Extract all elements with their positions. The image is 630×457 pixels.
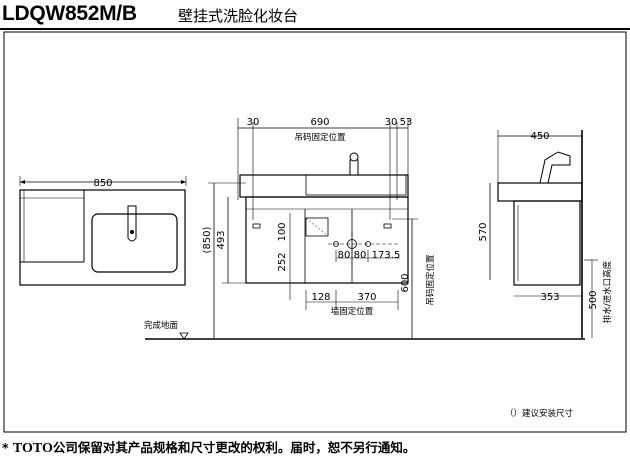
dim-600: 600 — [400, 273, 411, 292]
plan-width-label: 850 — [93, 178, 112, 189]
dim-80a: 80 — [338, 250, 351, 261]
brand-name: TOTO — [12, 441, 53, 456]
plan-outline — [19, 189, 186, 286]
hanger-position-label: 吊码固定位置 — [294, 132, 346, 143]
cabinet-body — [245, 196, 409, 284]
hanger-position-vertical: 吊码固定位置 — [425, 254, 436, 306]
dim-252: 252 — [277, 252, 288, 271]
dim-100: 100 — [277, 222, 288, 241]
model-number: LDQW852M/B — [2, 2, 137, 25]
basin-front — [305, 174, 407, 196]
wall-position-label: 墙固定位置 — [331, 306, 374, 317]
dim-128: 128 — [311, 292, 330, 303]
drawing-frame — [3, 31, 627, 433]
title-bar: LDQW852M/B 壁挂式洗脸化妆台 — [0, 0, 630, 30]
disclaimer-text: 公司保留对其产品规格和尺寸更改的权利。届时，恕不另行通知。 — [52, 440, 416, 455]
side-view: 450 570 353 500 排水/进水口高度 — [478, 130, 613, 338]
depth-450: 450 — [530, 131, 549, 142]
dim-30-right: 30 — [385, 117, 398, 128]
install-note: （）建议安装尺寸 — [505, 408, 574, 419]
dim-690: 690 — [310, 117, 329, 128]
depth-353: 353 — [540, 292, 559, 303]
counter-top — [239, 174, 409, 198]
front-view: 30 690 30 53 吊码固定位置 100 252 80 — [144, 117, 585, 340]
dim-370: 370 — [357, 292, 376, 303]
height-850: (850) — [202, 226, 213, 253]
dim-53: 53 — [400, 117, 413, 128]
plan-basin — [91, 213, 178, 273]
height-570: 570 — [478, 222, 489, 241]
height-500: 500 — [588, 290, 599, 309]
dim-173-5: 173.5 — [372, 250, 401, 261]
height-493: 493 — [216, 230, 227, 249]
drain-height-label: 排水/进水口高度 — [602, 260, 613, 323]
asterisk-mark: * — [2, 440, 9, 455]
plan-view: 850 — [19, 176, 187, 286]
footer-disclaimer: * TOTO公司保留对其产品规格和尺寸更改的权利。届时，恕不另行通知。 — [2, 437, 415, 457]
dim-30-left: 30 — [247, 117, 260, 128]
product-name: 壁挂式洗脸化妆台 — [178, 7, 299, 25]
dim-80b: 80 — [354, 250, 367, 261]
floor-label: 完成地面 — [144, 320, 179, 331]
